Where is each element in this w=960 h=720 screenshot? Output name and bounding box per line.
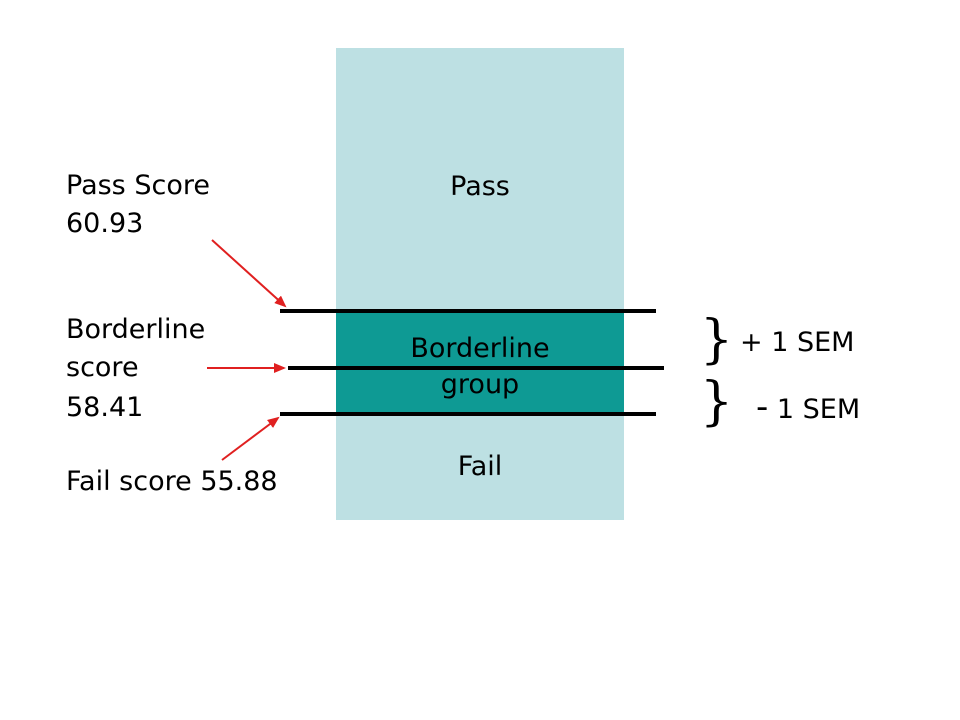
minus-sem-text: 1 SEM (776, 394, 861, 425)
borderline-score-value: 58.41 (66, 392, 144, 423)
fail-score-arrow (221, 416, 280, 461)
pass-score-line (280, 309, 656, 313)
fail-region-label: Fail (457, 451, 503, 482)
fail-score-line (280, 412, 656, 416)
score-column (336, 48, 624, 520)
borderline-score-label-line2: score (66, 352, 139, 383)
fail-score-label: Fail score 55.88 (66, 466, 278, 497)
pass-score-arrow (211, 239, 287, 308)
borderline-score-line (288, 366, 664, 370)
pass-score-value: 60.93 (66, 208, 144, 239)
borderline-region-label-line2: group (440, 369, 520, 400)
minus-sign: - (756, 387, 769, 427)
plus-sem-label: + 1 SEM (740, 326, 854, 360)
plus-sem-brace: } (700, 310, 734, 370)
minus-sem-brace: } (700, 372, 734, 432)
plus-sem-text: 1 SEM (771, 327, 855, 358)
pass-score-label-line1: Pass Score (66, 170, 210, 201)
borderline-band (336, 312, 624, 415)
minus-sem-label: - 1 SEM (756, 390, 860, 427)
pass-region-label: Pass (450, 171, 510, 202)
borderline-score-label-line1: Borderline (66, 314, 206, 345)
plus-sign: + (740, 327, 763, 358)
borderline-region-label-line1: Borderline (410, 333, 550, 364)
